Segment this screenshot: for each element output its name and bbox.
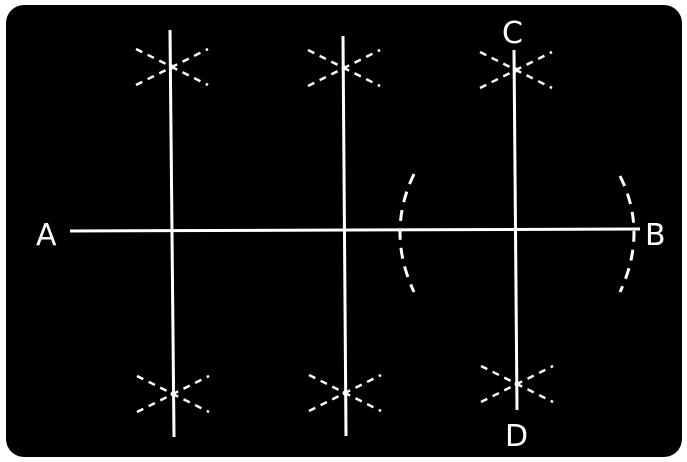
compass-arc-left (398, 173, 416, 293)
perpendicular-line-2 (341, 35, 348, 437)
intersection-point (170, 391, 176, 397)
compass-arc-right (618, 175, 636, 293)
perpendicular-line-1 (168, 29, 176, 438)
label-a: A (36, 218, 57, 253)
arc-intersection-mark (135, 47, 209, 87)
arc-intersection-mark (308, 373, 382, 413)
label-c: C (502, 16, 523, 51)
arc-intersection-mark (136, 374, 210, 414)
intersection-point (169, 64, 175, 70)
arc-intersection-mark (307, 48, 381, 88)
intersection-point (342, 390, 348, 396)
arc-intersection-mark (480, 364, 554, 404)
intersection-point (513, 67, 519, 73)
intersection-point (514, 381, 520, 387)
perpendicular-line-cd (512, 49, 519, 411)
label-d: D (505, 419, 528, 454)
intersection-point (341, 65, 347, 71)
line-ab (69, 227, 641, 233)
arc-intersection-mark (479, 50, 553, 90)
label-b: B (645, 218, 666, 253)
